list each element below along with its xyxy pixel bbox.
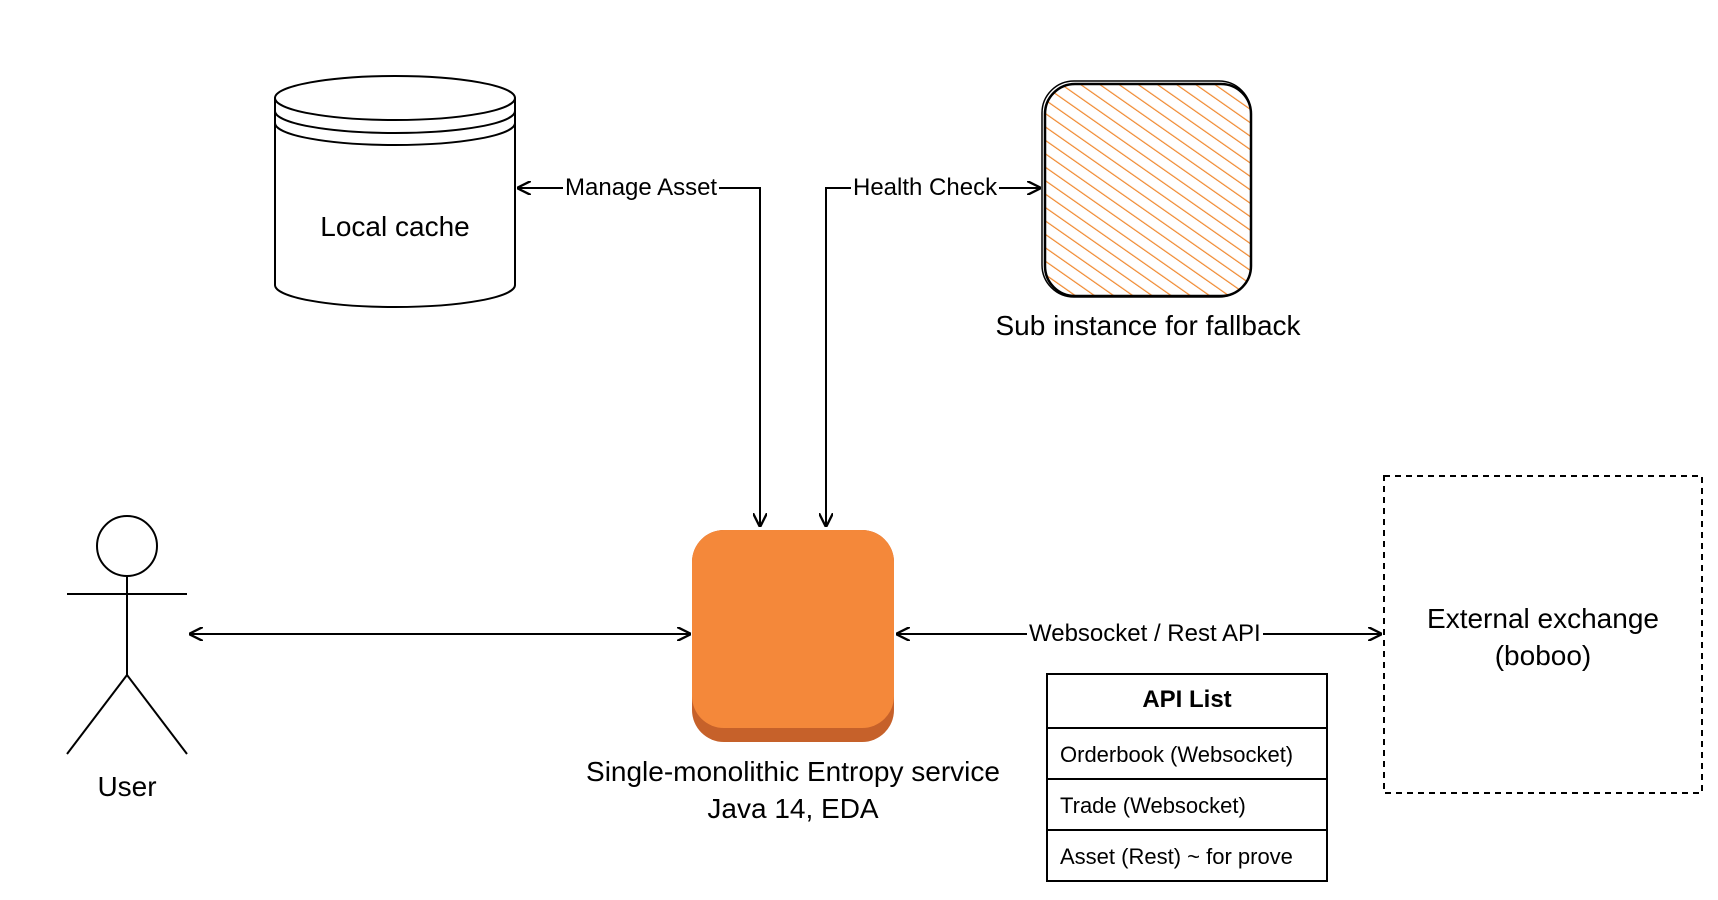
api-list-item: Asset (Rest) ~ for prove — [1048, 829, 1326, 880]
api-list-table: API List Orderbook (Websocket) Trade (We… — [1046, 673, 1328, 882]
entropy-service-label-line2: Java 14, EDA — [707, 793, 879, 824]
external-exchange-label-line2: (boboo) — [1494, 640, 1592, 671]
manage-asset-edge — [518, 188, 760, 526]
manage-asset-label: Manage Asset — [563, 174, 720, 202]
api-list-item: Orderbook (Websocket) — [1048, 727, 1326, 778]
external-exchange-box — [1383, 475, 1703, 794]
health-check-label: Health Check — [851, 174, 1000, 202]
api-list-title: API List — [1142, 686, 1232, 713]
sub-instance-label: Sub instance for fallback — [995, 310, 1301, 341]
user-label: User — [97, 771, 157, 802]
local-cache-database-icon — [274, 75, 516, 308]
external-exchange-label-line1: External exchange — [1427, 603, 1659, 634]
sub-instance-box — [1041, 80, 1253, 298]
entropy-service-box — [692, 530, 894, 742]
external-exchange-label: External exchange (boboo) — [1384, 600, 1702, 674]
health-check-edge — [826, 188, 1040, 526]
api-list-item: Trade (Websocket) — [1048, 778, 1326, 829]
user-actor-icon — [66, 515, 188, 755]
websocket-rest-label: Websocket / Rest API — [1027, 620, 1263, 648]
entropy-service-label: Single-monolithic Entropy service Java 1… — [543, 753, 1043, 827]
local-cache-label: Local cache — [320, 211, 470, 242]
entropy-service-label-line1: Single-monolithic Entropy service — [586, 756, 1000, 787]
